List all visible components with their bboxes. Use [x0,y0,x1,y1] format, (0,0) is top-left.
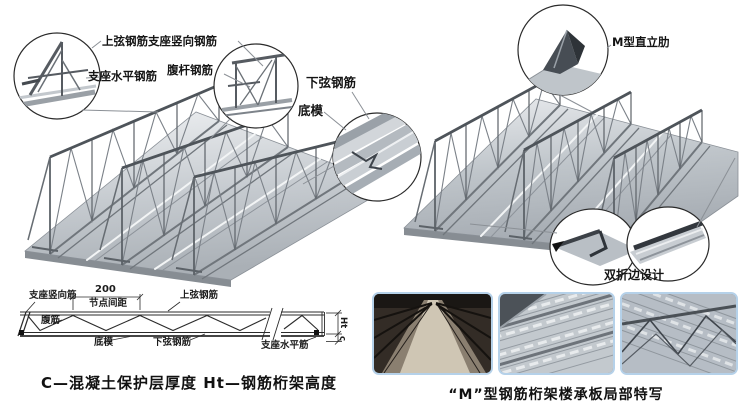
diagram-label-bottom-form: 底模 [94,337,114,348]
diagram-leader-lines [25,301,317,344]
callout-circle-support-end [13,32,101,120]
photo-1-image [374,294,491,373]
diagram-label-node-spacing-value: 200 [95,284,116,295]
photo-2-image [500,294,613,373]
section-diagram-drawing [17,293,342,345]
label-bottom-chord: 下弦钢筋 [306,75,357,90]
deck-left-ribs [86,133,328,271]
truss-row [414,71,569,236]
callout-circle-deck-detail [332,112,422,202]
callout-oval-fold-left [549,208,637,286]
photo-deck-panel-ribs-closeup [498,292,615,375]
right-panel-illustration [403,4,739,286]
diagram-label-cover-symbol: c [337,336,347,342]
label-support-horizontal: 支座水平钢筋 [88,69,157,83]
photo-construction-site-truss-rows [372,292,493,375]
label-bottom-form: 底模 [298,103,324,118]
photo-truss-on-deck-closeup [620,292,738,375]
diagram-label-support-horizontal-bar: 支座水平筋 [261,340,309,351]
diagram-label-truss-height-symbol: Ht [338,317,348,329]
callout-circle-web-detail [213,43,299,129]
deck-left-side-face [25,251,231,287]
photos-caption: “M”型钢筋桁架楼承板局部特写 [448,387,664,403]
label-m-rib: M型直立肋 [612,35,670,49]
section-diagram-caption: C—混凝土保护层厚度 Ht—钢筋桁架高度 [41,374,337,392]
label-web-rebar: 腹杆钢筋 [167,63,213,77]
dimension-node-spacing [69,293,144,310]
leader-lines [81,40,736,234]
truss-row [504,90,640,245]
diagram-label-web-bar: 腹筋 [41,315,61,326]
callout-oval-fold-right [626,206,710,282]
diagram-label-node-spacing-name: 节点间距 [89,298,128,309]
diagram-label-bottom-chord: 下弦钢筋 [153,337,192,348]
diagram-label-top-chord: 上弦钢筋 [180,290,219,301]
photo-3-image [622,294,736,373]
truss-row [171,135,366,280]
truss-side-view [17,307,325,341]
callout-circle-m-rib [517,4,609,96]
left-panel-illustration [13,32,422,287]
diagram-label-support-vertical-bar: 支座竖向筋 [29,290,77,301]
label-top-chord-support-vertical: 上弦钢筋支座竖向钢筋 [102,34,217,48]
label-double-fold-edge: 双折边设计 [604,268,665,282]
dimension-height [326,309,342,345]
truss-row [27,83,228,259]
